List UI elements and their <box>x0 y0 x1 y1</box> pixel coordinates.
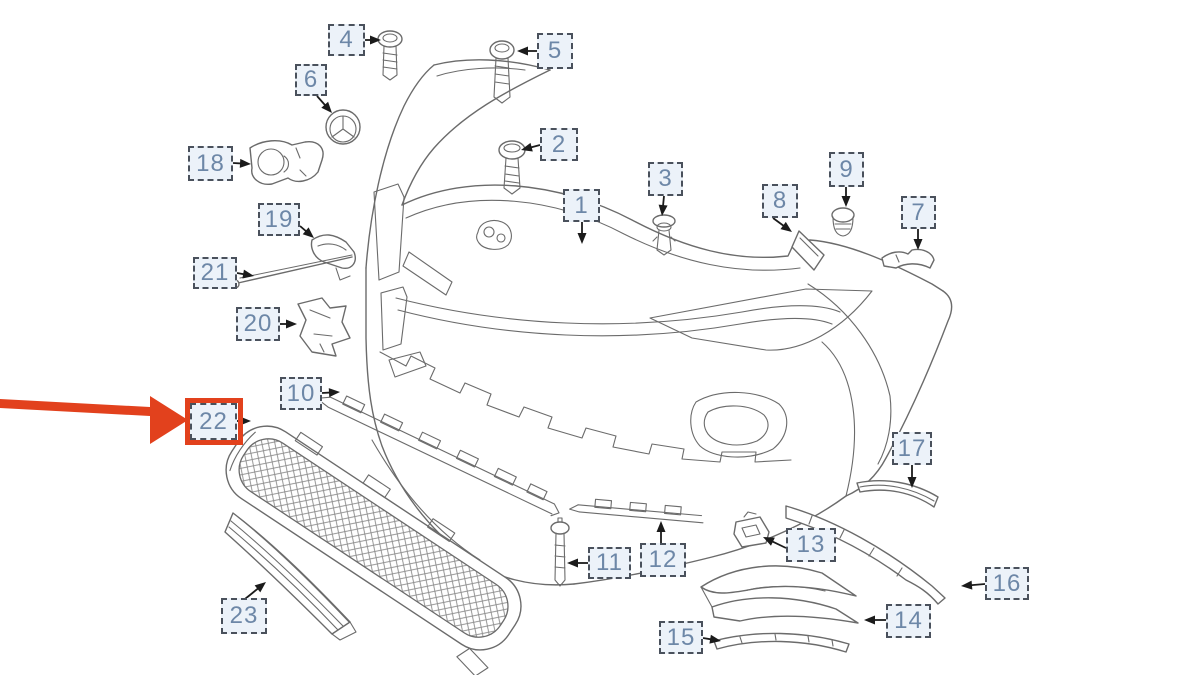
callout-10[interactable]: 10 <box>280 377 322 410</box>
part-emblem-6 <box>325 109 361 145</box>
part-bracket-20 <box>297 297 351 357</box>
callout-20[interactable]: 20 <box>236 307 280 341</box>
callout-23[interactable]: 23 <box>221 598 267 634</box>
part-strip-15 <box>713 632 850 653</box>
callout-15[interactable]: 15 <box>659 621 703 654</box>
callout-18[interactable]: 18 <box>188 146 233 181</box>
callout-arrowhead <box>242 269 254 279</box>
callout-number: 19 <box>264 205 294 233</box>
callout-leader <box>244 586 261 600</box>
callout-arrowhead <box>913 239 923 250</box>
callout-arrowhead <box>286 319 297 329</box>
callout-arrowhead <box>658 204 668 216</box>
callout-number: 8 <box>772 187 788 214</box>
callout-arrowhead <box>370 35 381 45</box>
callout-number: 16 <box>992 569 1022 597</box>
callout-19[interactable]: 19 <box>258 203 300 236</box>
callout-arrowhead <box>517 46 528 56</box>
callout-arrowhead <box>656 521 666 532</box>
callout-arrowhead <box>841 196 851 207</box>
part-sensor-18 <box>249 140 324 185</box>
part-screw-11 <box>550 517 570 587</box>
callout-number: 17 <box>897 434 927 462</box>
part-bracket-19 <box>310 234 356 281</box>
callout-arrowhead <box>521 142 533 152</box>
callout-3[interactable]: 3 <box>648 162 683 196</box>
part-pad-8 <box>791 230 825 271</box>
callout-arrowhead <box>321 101 332 113</box>
callout-number: 3 <box>658 165 673 192</box>
callout-8[interactable]: 8 <box>762 184 798 218</box>
callout-number: 5 <box>547 37 563 64</box>
part-lower-molding-23 <box>224 512 357 641</box>
callout-number: 1 <box>574 191 589 219</box>
callout-number: 12 <box>648 546 678 573</box>
callout-number: 2 <box>551 130 567 158</box>
callout-arrowhead <box>567 558 578 568</box>
callout-number: 21 <box>200 259 230 286</box>
callout-9[interactable]: 9 <box>829 152 864 187</box>
callout-arrowhead <box>961 580 973 590</box>
callout-number: 22 <box>199 407 228 435</box>
callout-17[interactable]: 17 <box>892 432 932 465</box>
callout-13[interactable]: 13 <box>786 528 836 562</box>
callout-number: 20 <box>243 310 273 337</box>
callout-1[interactable]: 1 <box>563 189 600 222</box>
callout-number: 10 <box>286 379 316 407</box>
part-trim-17 <box>856 480 939 508</box>
callout-6[interactable]: 6 <box>295 64 327 96</box>
callout-arrowhead <box>328 388 340 398</box>
callout-7[interactable]: 7 <box>901 196 936 229</box>
part-center-grille-22 <box>225 425 522 675</box>
part-screw-2 <box>498 140 526 195</box>
callout-22[interactable]: 22 <box>190 403 237 440</box>
callout-arrowhead <box>577 233 587 244</box>
part-expanding-rivet-3 <box>652 214 676 256</box>
callout-5[interactable]: 5 <box>537 33 573 69</box>
part-screw-5 <box>489 40 515 104</box>
part-bumper-cover <box>365 59 953 586</box>
callout-14[interactable]: 14 <box>886 604 931 638</box>
callout-arrowhead <box>254 582 266 593</box>
callout-number: 13 <box>796 531 826 558</box>
callout-21[interactable]: 21 <box>193 257 237 289</box>
callout-number: 14 <box>894 607 923 634</box>
red-highlight-arrow <box>0 396 188 444</box>
part-grommet-9 <box>831 207 855 237</box>
callout-arrowhead <box>763 537 775 546</box>
part-spoiler-fin-14 <box>700 565 859 624</box>
callout-number: 18 <box>196 149 225 177</box>
part-bracket-7 <box>881 248 935 269</box>
callout-11[interactable]: 11 <box>588 547 631 579</box>
callout-2[interactable]: 2 <box>540 128 578 161</box>
callout-number: 6 <box>303 66 319 93</box>
callout-arrowhead <box>709 634 721 644</box>
callout-number: 7 <box>911 198 926 226</box>
callout-arrowhead <box>907 477 917 488</box>
callout-arrowhead <box>239 158 251 168</box>
callout-number: 15 <box>666 623 696 651</box>
camera-hole <box>476 219 512 250</box>
callout-number: 11 <box>596 549 623 576</box>
callout-number: 23 <box>229 602 259 629</box>
callout-4[interactable]: 4 <box>328 24 365 56</box>
callout-arrowhead <box>780 221 792 232</box>
callout-arrowhead <box>864 615 875 625</box>
callout-arrowhead <box>302 227 314 238</box>
part-mounting-strip-12 <box>569 498 704 524</box>
callout-number: 9 <box>839 155 854 183</box>
callout-12[interactable]: 12 <box>640 543 686 577</box>
part-screw-4 <box>377 30 403 81</box>
callout-16[interactable]: 16 <box>985 567 1029 600</box>
callout-number: 4 <box>339 26 354 53</box>
part-clip-13 <box>733 511 770 548</box>
part-trim-strip-10 <box>316 395 560 517</box>
